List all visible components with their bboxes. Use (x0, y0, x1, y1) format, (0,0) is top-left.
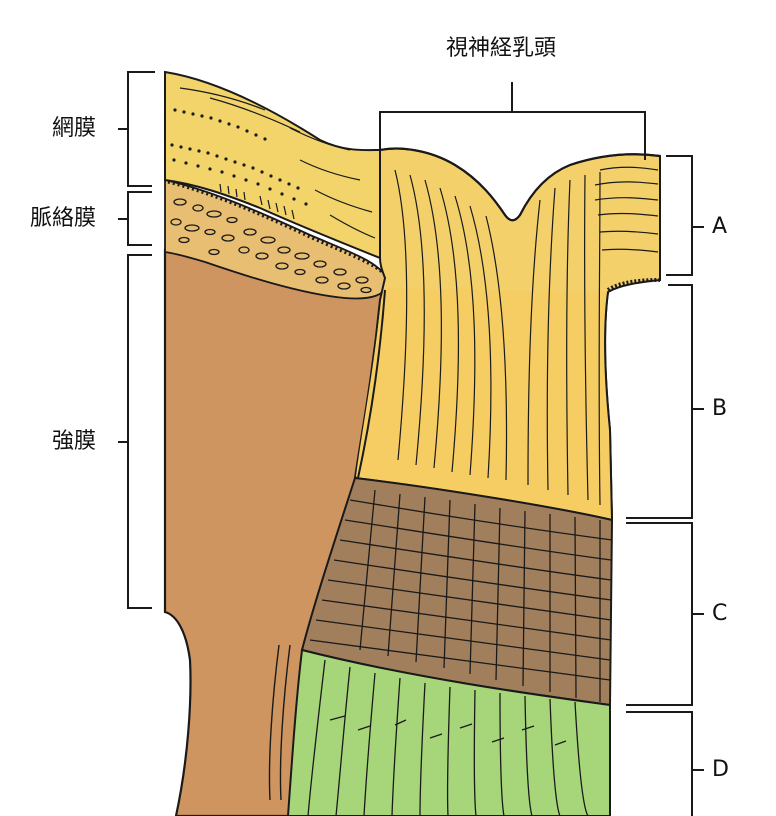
label-c: C (712, 603, 727, 625)
bracket-choroid (118, 192, 152, 245)
bracket-a (666, 156, 704, 275)
bracket-d (626, 712, 704, 816)
optic-disc-label: 視神経乳頭 (446, 38, 556, 60)
bracket-sclera (118, 255, 152, 608)
bracket-b (626, 285, 704, 518)
sclera-label: 強膜 (52, 431, 96, 453)
label-d: D (712, 759, 729, 781)
bracket-retina (118, 72, 155, 186)
label-b: B (712, 398, 727, 420)
label-a: A (712, 216, 727, 238)
choroid-label: 脈絡膜 (30, 208, 96, 230)
retina-label: 網膜 (52, 118, 96, 140)
left-brackets (118, 72, 155, 608)
bracket-c (626, 523, 704, 705)
